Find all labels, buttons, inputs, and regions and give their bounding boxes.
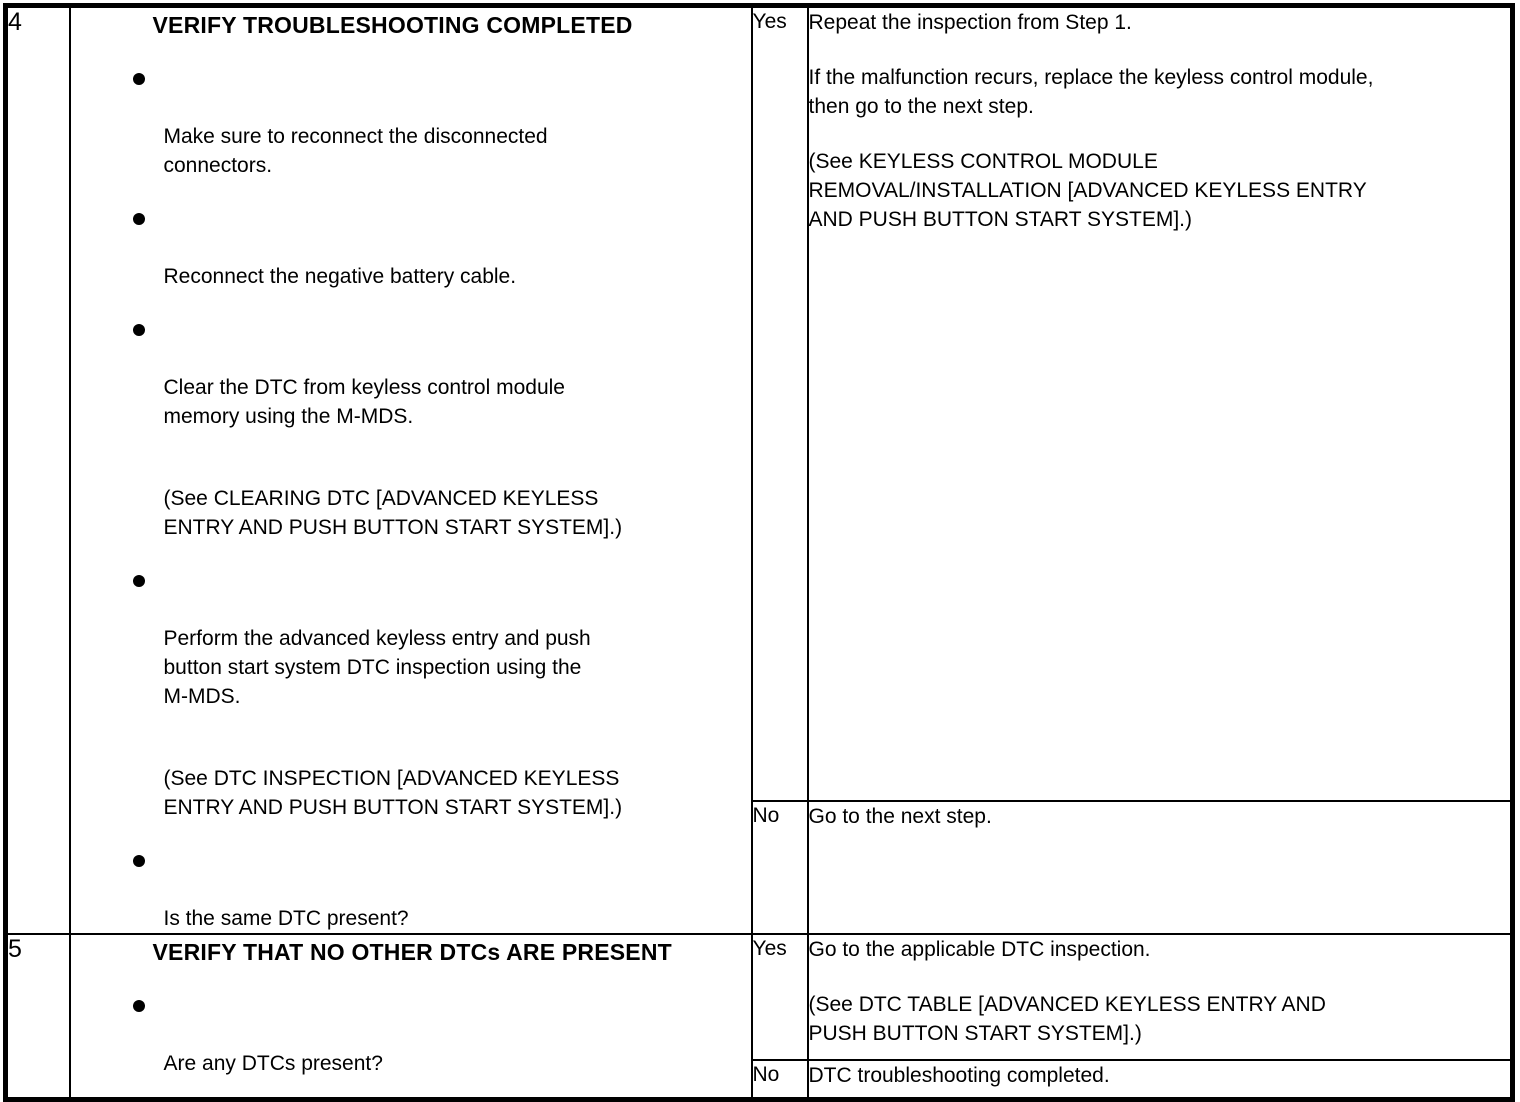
result-text: Go to the next step. [808,804,992,828]
action-item: Make sure to reconnect the disconnected … [72,64,750,180]
action-title: VERIFY TROUBLESHOOTING COMPLETED [152,12,633,38]
yes-label: Yes [752,10,787,33]
no-result-cell: DTC troubleshooting completed. [806,1059,1514,1100]
troubleshooting-table: 4 VERIFY TROUBLESHOOTING COMPLETED Make … [3,3,1515,1102]
bullet-icon [132,213,145,225]
action-title: VERIFY THAT NO OTHER DTCs ARE PRESENT [152,939,672,965]
action-see-reference: (See DTC INSPECTION [ADVANCED KEYLESS EN… [72,735,750,822]
step-number: 4 [8,8,22,36]
action-item: Clear the DTC from keyless control modul… [72,315,750,431]
action-text: (See DTC INSPECTION [ADVANCED KEYLESS EN… [163,767,623,819]
result-text: Go to the applicable DTC inspection. [808,938,1151,961]
result-text: If the malfunction recurs, replace the k… [808,66,1374,118]
result-text: (See KEYLESS CONTROL MODULE REMOVAL/INST… [808,150,1367,231]
action-item: Is the same DTC present? [72,846,750,932]
action-cell: VERIFY TROUBLESHOOTING COMPLETED Make su… [68,4,753,935]
bullet-icon [132,73,145,85]
yes-result-cell: Go to the applicable DTC inspection. (Se… [806,933,1514,1061]
no-label-cell: No [750,799,809,936]
action-item: Reconnect the negative battery cable. [72,204,750,291]
yes-result-cell: Repeat the inspection from Step 1. If th… [806,4,1514,802]
action-cell: VERIFY THAT NO OTHER DTCs ARE PRESENT Ar… [68,933,753,1100]
action-text: Clear the DTC from keyless control modul… [163,376,565,428]
yes-label-cell: Yes [750,933,809,1061]
step-number: 5 [8,935,22,963]
table-row: 4 VERIFY TROUBLESHOOTING COMPLETED Make … [4,4,1514,935]
no-result-cell: Go to the next step. [806,799,1514,936]
step-number-cell: 5 [4,933,71,1100]
action-item: Are any DTCs present? [72,991,750,1078]
action-see-reference: (See CLEARING DTC [ADVANCED KEYLESS ENTR… [72,455,750,542]
result-text: DTC troubleshooting completed. [808,1064,1110,1087]
yes-label-cell: Yes [750,4,809,802]
result-text: Repeat the inspection from Step 1. [808,11,1132,34]
action-item: Perform the advanced keyless entry and p… [72,566,750,711]
manual-page: 4 VERIFY TROUBLESHOOTING COMPLETED Make … [3,3,1515,1102]
action-text: Perform the advanced keyless entry and p… [163,627,591,708]
action-text: Make sure to reconnect the disconnected … [163,125,548,177]
yes-label: Yes [752,937,787,960]
step-number-cell: 4 [4,4,71,935]
action-text: (See CLEARING DTC [ADVANCED KEYLESS ENTR… [163,487,623,539]
bullet-icon [132,1000,145,1012]
bullet-icon [132,575,145,587]
no-label: No [752,1063,780,1086]
bullet-icon [132,324,145,336]
action-text: Reconnect the negative battery cable. [163,265,517,288]
action-text: Are any DTCs present? [163,1052,383,1075]
no-label: No [752,803,780,827]
action-text: Is the same DTC present? [163,907,409,930]
table-row: 5 VERIFY THAT NO OTHER DTCs ARE PRESENT … [4,933,1514,1100]
no-label-cell: No [750,1059,809,1100]
bullet-icon [132,855,145,867]
result-text: (See DTC TABLE [ADVANCED KEYLESS ENTRY A… [808,993,1326,1045]
